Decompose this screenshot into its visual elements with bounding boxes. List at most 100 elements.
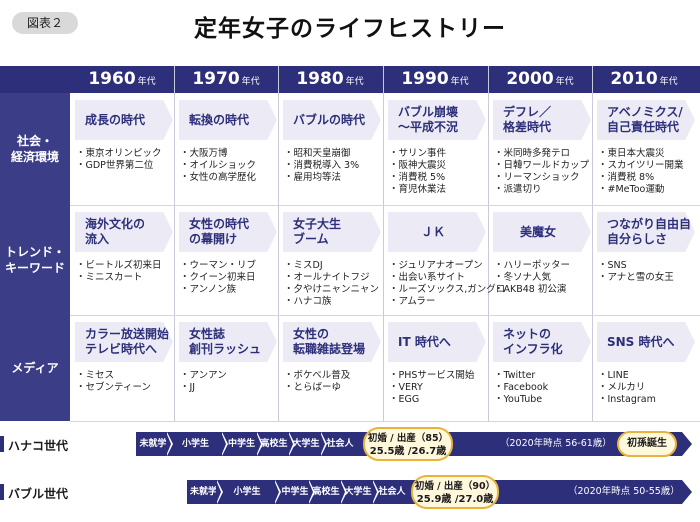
topic-chip-line: ＪＫ xyxy=(420,224,445,239)
bullet-list: ・SNS・アナと雪の女王 xyxy=(598,260,674,284)
life-stage: 小学生 xyxy=(181,439,209,449)
topic-chip: カラー放送開始テレビ時代へ xyxy=(75,322,173,362)
bullet-list: ・Twitter・Facebook・YouTube xyxy=(494,370,548,406)
life-stage: 高校生 xyxy=(312,487,340,497)
bullet-list: ・東日本大震災・スカイツリー開業・消費税 8%・#MeToo運動 xyxy=(598,148,684,196)
topic-chip-line: バブルの時代 xyxy=(293,112,366,127)
bullet-item: ・昭和天皇崩御 xyxy=(284,148,351,159)
bullet-item: ・ビートルズ初来日 xyxy=(76,260,162,271)
topic-chip-text: IT 時代へ xyxy=(398,335,451,350)
topic-chip: 女性誌創刊ラッシュ xyxy=(179,322,277,362)
decade-suffix: 年代 xyxy=(241,77,260,87)
bullet-item: ・JJ xyxy=(180,382,196,393)
stage-separator xyxy=(340,480,345,504)
marriage-birth-milestone: 初婚 / 出産（90）25.9歳 /27.0歳 xyxy=(411,475,499,509)
decade-suffix: 年代 xyxy=(137,77,156,87)
bullet-item: ・AKB48 初公演 xyxy=(494,284,567,295)
topic-chip: デフレ／格差時代 xyxy=(493,100,591,140)
milestone-event: 初婚 / 出産（85） xyxy=(367,433,449,444)
bullet-item: ・Instagram xyxy=(598,394,656,405)
bullet-list: ・米同時多発テロ・日韓ワールドカップ・リーマンショック・派遣切り xyxy=(494,148,589,196)
bullet-list: ・ハリーポッター・冬ソナ人気・AKB48 初公演 xyxy=(494,260,570,296)
bullet-list: ・アンアン・JJ xyxy=(180,370,227,394)
milestone-event: 初婚 / 出産（90） xyxy=(414,481,496,492)
bullet-item: ・消費税導入 3% xyxy=(284,160,360,171)
row-band-media xyxy=(0,315,70,421)
stage-separator xyxy=(308,480,313,504)
topic-chip-line: 海外文化の xyxy=(85,217,146,231)
bullet-item: ・ハナコ族 xyxy=(284,296,332,307)
row-label-media: メディア xyxy=(0,360,70,376)
bullet-item: ・消費税 5% xyxy=(389,172,446,183)
bullet-list: ・PHSサービス開始・VERY・EGG xyxy=(389,370,474,406)
timeline-arrow-tip xyxy=(682,480,692,504)
topic-chip-text: 美魔女 xyxy=(520,225,556,240)
topic-chip-line: ～平成不況 xyxy=(398,120,459,134)
decade-year: 1970 xyxy=(192,69,240,89)
life-stage: 未就学 xyxy=(139,439,167,449)
topic-chip-line: の幕開け xyxy=(189,232,238,246)
age-note: （2020年時点 50-55歳） xyxy=(568,486,680,497)
row-label-line: 経済環境 xyxy=(10,150,59,164)
bullet-list: ・東京オリンピック・GDP世界第二位 xyxy=(76,148,162,172)
topic-chip: 美魔女 xyxy=(493,212,591,252)
topic-chip-line: テレビ時代へ xyxy=(85,342,158,356)
bullet-item: ・派遣切り xyxy=(494,184,542,195)
topic-chip-line: ブーム xyxy=(293,232,329,246)
topic-chip-line: 創刊ラッシュ xyxy=(189,342,262,356)
life-stage: 中学生 xyxy=(227,439,255,449)
stage-separator xyxy=(274,480,279,504)
first-grandchild-badge: 初孫誕生 xyxy=(617,431,677,457)
topic-chip-text: 成長の時代 xyxy=(85,113,145,128)
topic-chip-line: 女性誌 xyxy=(189,327,226,341)
bullet-item: ・PHSサービス開始 xyxy=(389,370,475,381)
bullet-list: ・大阪万博・オイルショック・女性の高学歴化 xyxy=(180,148,256,184)
topic-chip: 成長の時代 xyxy=(75,100,173,140)
stage-separator xyxy=(256,432,261,456)
topic-chip-line: バブル崩壊 xyxy=(398,105,459,119)
life-stage: 中学生 xyxy=(281,487,309,497)
topic-chip-text: 女子大生ブーム xyxy=(293,217,341,247)
decade-year: 1990 xyxy=(401,69,449,89)
bullet-item: ・アナと雪の女王 xyxy=(598,272,674,283)
topic-chip-line: 女性の xyxy=(293,327,330,341)
life-stage: 社会人 xyxy=(326,439,354,449)
bullet-item: ・Twitter xyxy=(494,370,536,381)
stage-separator xyxy=(216,480,221,504)
row-label-society: 社会・経済環境 xyxy=(0,133,70,165)
topic-chip: ネットのインフラ化 xyxy=(493,322,591,362)
bullet-item: ・サリン事件 xyxy=(389,148,447,159)
bullet-item: ・大阪万博 xyxy=(180,148,228,159)
bullet-item: ・オールナイトフジ xyxy=(284,272,370,283)
topic-chip-text: バブルの時代 xyxy=(293,113,365,128)
topic-chip-line: 成長の時代 xyxy=(85,112,146,127)
topic-chip-text: 転換の時代 xyxy=(189,113,249,128)
bullet-item: ・クイーン初来日 xyxy=(180,272,256,283)
topic-chip-text: つながり自由自自分らしさ xyxy=(607,217,691,247)
bullet-list: ・ウーマン・リブ・クイーン初来日・アンノン族 xyxy=(180,260,256,296)
topic-chip-line: インフラ化 xyxy=(503,342,563,356)
bullet-item: ・消費税 8% xyxy=(598,172,655,183)
bullet-item: ・ミスDJ xyxy=(284,260,323,271)
topic-chip: つながり自由自自分らしさ xyxy=(597,212,695,252)
topic-chip-line: 女子大生 xyxy=(293,217,342,231)
bullet-list: ・ボケベル普及・とらばーゆ xyxy=(284,370,350,394)
decade-suffix: 年代 xyxy=(345,77,364,87)
bullet-item: ・夕やけニャンニャン xyxy=(284,284,380,295)
topic-chip-line: 女性の時代 xyxy=(189,217,250,231)
stage-separator xyxy=(320,432,325,456)
column-divider xyxy=(488,66,489,421)
topic-chip-text: SNS 時代へ xyxy=(607,335,675,350)
bullet-item: ・米同時多発テロ xyxy=(494,148,571,159)
topic-chip-line: 転職雑誌登場 xyxy=(293,342,366,356)
generation-marker xyxy=(0,484,4,500)
topic-chip-line: デフレ／ xyxy=(503,105,552,119)
life-stage: 社会人 xyxy=(378,487,406,497)
row-divider xyxy=(70,205,700,206)
topic-chip-line: 転換の時代 xyxy=(189,112,250,127)
